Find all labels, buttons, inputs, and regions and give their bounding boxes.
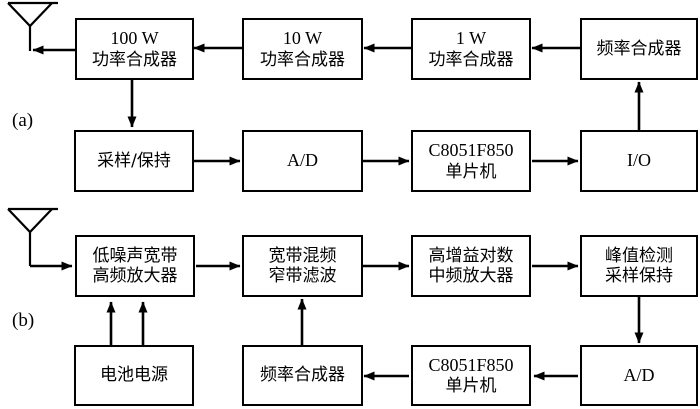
block-1w-power-combiner[interactable]: 1 W 功率合成器 bbox=[411, 18, 531, 80]
block-line-1: 1 W bbox=[455, 28, 487, 49]
block-10w-power-combiner[interactable]: 10 W 功率合成器 bbox=[242, 18, 363, 80]
block-line-2: 功率合成器 bbox=[260, 49, 345, 70]
block-line-1: A/D bbox=[623, 364, 655, 385]
block-line-1: 低噪声宽带 bbox=[92, 245, 178, 266]
block-line-1: 宽带混频 bbox=[268, 245, 337, 266]
block-line-2: 功率合成器 bbox=[92, 49, 177, 70]
block-line-1: C8051F850 bbox=[428, 140, 514, 161]
block-frequency-synthesizer-a[interactable]: 频率合成器 bbox=[580, 18, 698, 80]
block-line-2: 采样保持 bbox=[605, 266, 673, 286]
block-adc-a[interactable]: A/D bbox=[242, 130, 363, 192]
block-sample-hold-a[interactable]: 采样/保持 bbox=[74, 130, 194, 192]
block-line-1: 10 W bbox=[282, 28, 323, 49]
block-line-2: 高频放大器 bbox=[92, 266, 178, 286]
block-line-2: 单片机 bbox=[445, 376, 497, 397]
block-line-1: 采样/保持 bbox=[97, 150, 171, 171]
block-frequency-synthesizer-b[interactable]: 频率合成器 bbox=[242, 345, 363, 406]
panel-label-a: (a) bbox=[12, 110, 34, 131]
block-mcu-c8051f850-a[interactable]: C8051F850 单片机 bbox=[411, 130, 531, 192]
antenna-b bbox=[7, 207, 58, 266]
block-low-noise-broadband-rf-amplifier[interactable]: 低噪声宽带 高频放大器 bbox=[75, 235, 195, 297]
block-mcu-c8051f850-b[interactable]: C8051F850 单片机 bbox=[411, 345, 531, 406]
block-battery-power-supply[interactable]: 电池电源 bbox=[74, 345, 194, 406]
block-line-2: 功率合成器 bbox=[428, 49, 514, 70]
block-line-1: C8051F850 bbox=[428, 354, 514, 375]
block-line-2: 窄带滤波 bbox=[268, 266, 337, 286]
block-line-1: I/O bbox=[627, 150, 651, 171]
block-adc-b[interactable]: A/D bbox=[580, 345, 698, 406]
block-line-1: 高增益对数 bbox=[428, 245, 514, 266]
block-line-1: 峰值检测 bbox=[605, 245, 673, 266]
block-line-1: 频率合成器 bbox=[596, 38, 682, 59]
block-broadband-mixer-narrowband-filter[interactable]: 宽带混频 窄带滤波 bbox=[242, 235, 363, 297]
block-io-a[interactable]: I/O bbox=[580, 130, 698, 192]
block-100w-power-combiner[interactable]: 100 W 功率合成器 bbox=[75, 18, 194, 80]
block-line-2: 单片机 bbox=[445, 161, 497, 182]
block-peak-detect-sample-hold[interactable]: 峰值检测 采样保持 bbox=[580, 235, 698, 297]
block-line-1: 电池电源 bbox=[100, 365, 168, 386]
block-high-gain-log-if-amplifier[interactable]: 高增益对数 中频放大器 bbox=[411, 235, 531, 297]
block-line-1: 100 W bbox=[110, 28, 159, 49]
block-line-1: A/D bbox=[287, 150, 318, 171]
block-line-2: 中频放大器 bbox=[428, 266, 514, 286]
panel-label-b: (b) bbox=[12, 310, 35, 331]
block-line-1: 频率合成器 bbox=[260, 365, 345, 386]
antenna-a bbox=[7, 1, 58, 51]
